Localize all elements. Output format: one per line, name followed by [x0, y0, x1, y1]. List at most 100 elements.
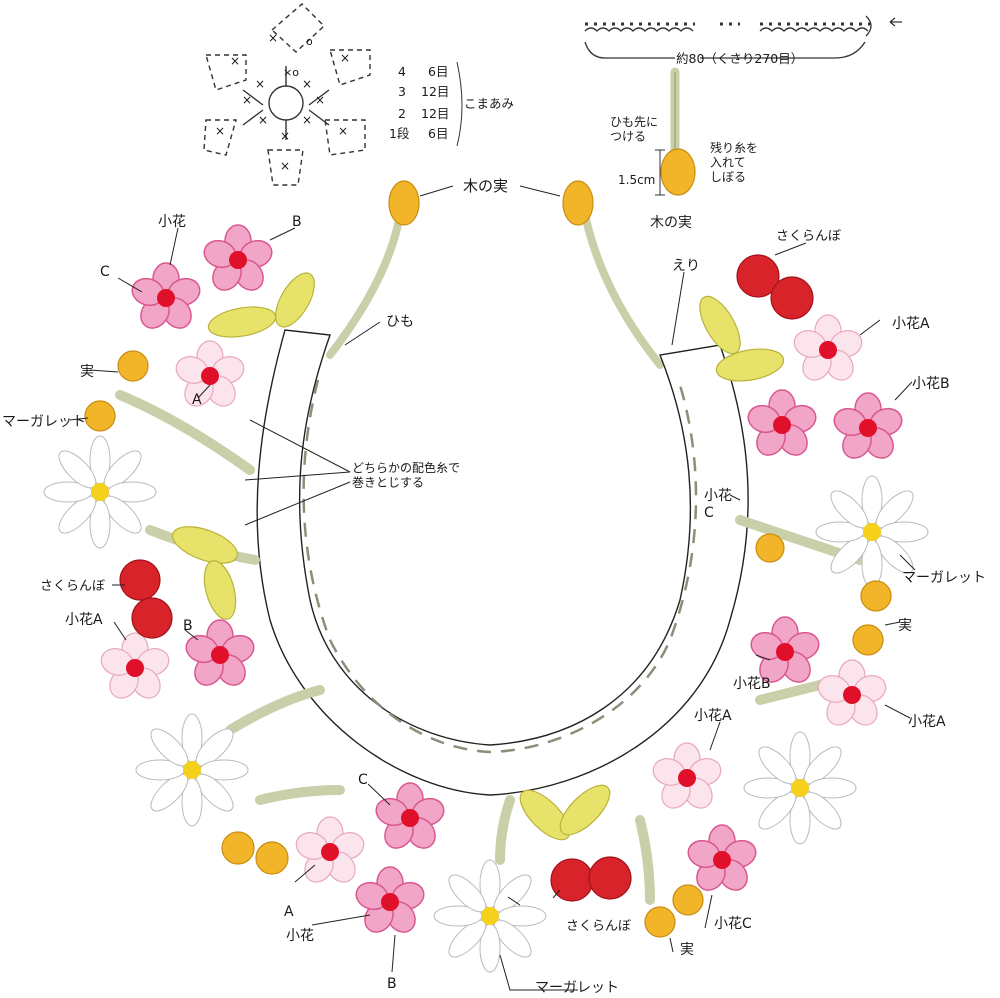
- cherry-icon: [550, 858, 594, 902]
- label-kinomi-top: 木の実: [463, 177, 508, 195]
- cherry-icon: [131, 597, 173, 639]
- daisy-icon: [433, 859, 547, 973]
- round-4-count: 6目: [428, 64, 448, 79]
- leaf-icon: [715, 348, 785, 382]
- label-margaret-left: マーガレット: [2, 414, 86, 430]
- svg-text:×: ×: [340, 51, 350, 65]
- flower-a-icon: [649, 742, 725, 815]
- label-kobana-top: 小花: [158, 214, 186, 230]
- label-kobana-a-right3: 小花A: [694, 708, 732, 724]
- flower-b-icon: [352, 866, 428, 939]
- leaves: [172, 272, 785, 841]
- daisy-icon: [815, 475, 929, 589]
- berry-icon: [221, 831, 255, 865]
- flower-c-icon: [372, 782, 448, 855]
- labels: 木の実 ひも えり 小花 B C 実 A マーガレット どちらかの配色糸で巻きと…: [2, 177, 986, 996]
- berries: [84, 350, 892, 938]
- nut-detail: ひも先につける 1.5cm 残り糸を入れてしぼる 木の実: [610, 67, 758, 231]
- label-c-top: C: [100, 264, 110, 280]
- label-kobana-a-left: 小花A: [65, 612, 103, 628]
- cord-length-label: 約80（くさり270目）: [676, 51, 803, 66]
- leaf-icon: [172, 526, 238, 564]
- chart-stitch-marks: [203, 3, 371, 186]
- svg-text:×: ×: [255, 77, 265, 91]
- label-mi-left: 実: [80, 364, 94, 380]
- nut-icon: [660, 148, 696, 196]
- round-list: 4 6目 3 12目 2 12目 1段 6目 こまあみ: [389, 61, 514, 147]
- svg-text:×: ×: [315, 93, 325, 107]
- daisy-icon: [43, 435, 157, 549]
- svg-text:×: ×: [280, 159, 290, 173]
- label-b-bottom: B: [387, 976, 397, 992]
- flower-a-icon: [790, 314, 866, 387]
- sewing-note: どちらかの配色糸で巻きとじする: [352, 461, 460, 489]
- svg-text:×: ×: [280, 129, 290, 143]
- label-himo: ひも: [386, 314, 414, 330]
- label-kobana-bottom: 小花: [286, 928, 314, 944]
- round-1-number: 1段: [389, 126, 409, 141]
- svg-text:×o: ×o: [283, 66, 299, 79]
- nut-name-label: 木の実: [650, 215, 692, 231]
- label-sakuranbo-right: さくらんぼ: [776, 229, 841, 244]
- daisy-icon: [743, 731, 857, 845]
- flower-b-icon: [744, 389, 820, 462]
- flower-c-icon: [128, 262, 204, 335]
- label-b-top: B: [292, 214, 302, 230]
- svg-text:×: ×: [302, 113, 312, 127]
- cherry-icon: [770, 276, 814, 320]
- daisies: [43, 435, 929, 973]
- label-kobana-a-right2: 小花A: [908, 714, 946, 730]
- leaf-icon: [275, 272, 315, 328]
- cords: [326, 206, 664, 369]
- leaf-icon: [559, 784, 611, 836]
- magic-ring-icon: [268, 85, 304, 121]
- label-b-left: B: [183, 618, 193, 634]
- round-1-count: 6目: [428, 126, 448, 141]
- leaf-icon: [519, 789, 571, 841]
- flower-a-icon: [814, 659, 890, 732]
- nut-stuff-label: 残り糸を入れてしぼる: [710, 141, 758, 184]
- label-sakuranbo-left: さくらんぼ: [40, 579, 105, 594]
- round-3-count: 12目: [421, 84, 449, 99]
- nut-size-label: 1.5cm: [618, 173, 655, 187]
- label-kobana-a-right: 小花A: [892, 316, 930, 332]
- svg-text:×: ×: [302, 77, 312, 91]
- flower-a-icon: [292, 816, 368, 889]
- collar-band: [256, 329, 749, 796]
- stitch-chart: × × × × × × × × × × × × × o ×o 4 6目 3 12…: [203, 3, 514, 186]
- nut-right-icon: [562, 180, 594, 226]
- leaf-icon: [207, 306, 277, 338]
- svg-text:×: ×: [215, 124, 225, 138]
- berry-icon: [255, 841, 289, 875]
- berry-icon: [84, 400, 116, 432]
- svg-text:×: ×: [230, 54, 240, 68]
- berry-icon: [644, 906, 676, 938]
- svg-text:o: o: [306, 35, 313, 48]
- cherry-icon: [736, 254, 780, 298]
- daisy-icon: [135, 713, 249, 827]
- svg-text:×: ×: [242, 93, 252, 107]
- berry-icon: [860, 580, 892, 612]
- berry-icon: [755, 533, 785, 563]
- label-kobana-b-right: 小花B: [912, 376, 950, 392]
- leaf-icon: [203, 560, 237, 620]
- flower-c-icon: [684, 824, 760, 897]
- round-2-number: 2: [398, 106, 406, 121]
- svg-text:×: ×: [268, 31, 278, 45]
- label-mi-bottom: 実: [680, 942, 694, 958]
- berry-icon: [852, 624, 884, 656]
- nut-left-icon: [388, 180, 420, 226]
- cherry-icon: [588, 856, 632, 900]
- svg-text:×: ×: [338, 124, 348, 138]
- svg-text:×: ×: [258, 113, 268, 127]
- label-c-bottom: C: [358, 772, 368, 788]
- flower-b-icon: [747, 616, 823, 689]
- berry-icon: [672, 884, 704, 916]
- cord-chain-diagram: 約80（くさり270目）: [584, 15, 902, 66]
- small-flowers: [97, 224, 906, 939]
- flower-a-icon: [172, 340, 248, 413]
- round-2-count: 12目: [421, 106, 449, 121]
- round-4-number: 4: [398, 64, 406, 79]
- label-a-left: A: [192, 392, 202, 408]
